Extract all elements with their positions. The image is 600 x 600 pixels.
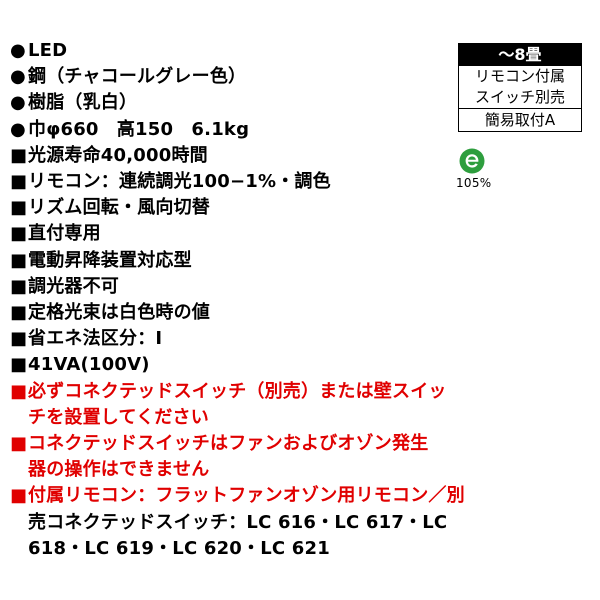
spec-line: チを設置してください bbox=[10, 405, 450, 431]
spec-text: リモコン：連続調光100−1%・調色 bbox=[28, 171, 331, 193]
bullet-square-icon: ■ bbox=[10, 485, 28, 507]
spec-text: 巾φ660 高150 6.1kg bbox=[28, 118, 250, 140]
accessory-info: リモコン付属 スイッチ別売 bbox=[459, 66, 581, 109]
spec-text: リズム回転・風向切替 bbox=[28, 197, 210, 219]
bullet-square-icon: ■ bbox=[10, 433, 28, 455]
room-size-label: 〜8畳 bbox=[459, 44, 581, 66]
spec-line: ■リズム回転・風向切替 bbox=[10, 195, 450, 221]
bullet-square-icon: ■ bbox=[10, 171, 28, 193]
bullet-square-icon: ■ bbox=[10, 197, 28, 219]
spec-text: 電動昇降装置対応型 bbox=[28, 249, 192, 271]
spec-line: ■定格光束は白色時の値 bbox=[10, 300, 450, 326]
switch-sold-separately-label: スイッチ別売 bbox=[474, 88, 565, 106]
spec-line: ■41VA(100V) bbox=[10, 352, 450, 378]
spec-text: 省エネ法区分：Ⅰ bbox=[28, 328, 163, 350]
bullet-circle-icon: ● bbox=[10, 66, 26, 88]
spec-line: ■直付専用 bbox=[10, 221, 450, 247]
bullet-square-icon: ■ bbox=[10, 275, 28, 297]
spec-line: ■コネクテッドスイッチはファンおよびオゾン発生 bbox=[10, 431, 450, 457]
installation-type-label: 簡易取付A bbox=[484, 111, 556, 129]
spec-text: 直付専用 bbox=[28, 223, 101, 245]
spec-line: ●LED bbox=[10, 38, 450, 64]
spec-line: ■リモコン：連続調光100−1%・調色 bbox=[10, 169, 450, 195]
bullet-square-icon: ■ bbox=[10, 302, 28, 324]
spec-text: 樹脂（乳白） bbox=[28, 92, 138, 114]
spec-text: 光源寿命40,000時間 bbox=[28, 144, 208, 166]
remote-included-label: リモコン付属 bbox=[474, 67, 565, 85]
spec-text: LED bbox=[28, 40, 68, 61]
spec-line: ■省エネ法区分：Ⅰ bbox=[10, 326, 450, 352]
eco-mark: 105% bbox=[456, 148, 500, 190]
bullet-square-icon: ■ bbox=[10, 380, 28, 402]
energy-efficiency-percent: 105% bbox=[456, 176, 492, 190]
spec-text: 付属リモコン：フラットファンオゾン用リモコン／別 bbox=[28, 485, 465, 507]
feature-badge: 〜8畳 リモコン付属 スイッチ別売 簡易取付A bbox=[458, 43, 582, 132]
spec-list: ●LED●鋼（チャコールグレー色）●樹脂（乳白）●巾φ660 高150 6.1k… bbox=[10, 38, 465, 562]
bullet-circle-icon: ● bbox=[10, 40, 26, 61]
spec-line: ●鋼（チャコールグレー色） bbox=[10, 64, 450, 90]
bullet-square-icon: ■ bbox=[10, 354, 28, 376]
spec-line: ■光源寿命40,000時間 bbox=[10, 143, 450, 169]
spec-line: ■必ずコネクテッドスイッチ（別売）または壁スイッ bbox=[10, 379, 450, 405]
spec-line: ●巾φ660 高150 6.1kg bbox=[10, 117, 450, 143]
spec-text: 定格光束は白色時の値 bbox=[28, 302, 210, 324]
spec-line: ■電動昇降装置対応型 bbox=[10, 248, 450, 274]
spec-text: 41VA(100V) bbox=[28, 354, 150, 376]
spec-text: コネクテッドスイッチはファンおよびオゾン発生 bbox=[28, 433, 429, 455]
spec-text: チを設置してください bbox=[28, 406, 209, 428]
spec-line: ■調光器不可 bbox=[10, 274, 450, 300]
spec-text: 売コネクテッドスイッチ：LC 616・LC 617・LC bbox=[28, 511, 448, 533]
spec-line: ■付属リモコン：フラットファンオゾン用リモコン／別 bbox=[10, 483, 465, 509]
spec-text: 器の操作はできません bbox=[28, 459, 210, 481]
bullet-square-icon: ■ bbox=[10, 328, 28, 350]
spec-text: 調光器不可 bbox=[28, 275, 119, 297]
spec-text: 必ずコネクテッドスイッチ（別売）または壁スイッ bbox=[28, 380, 447, 402]
spec-line: 売コネクテッドスイッチ：LC 616・LC 617・LC bbox=[10, 510, 450, 536]
spec-line: 器の操作はできません bbox=[10, 457, 450, 483]
spec-line: ●樹脂（乳白） bbox=[10, 90, 450, 116]
spec-line: 618・LC 619・LC 620・LC 621 bbox=[10, 536, 450, 562]
bullet-square-icon: ■ bbox=[10, 223, 28, 245]
bullet-circle-icon: ● bbox=[10, 92, 26, 114]
spec-text: 鋼（チャコールグレー色） bbox=[28, 66, 247, 88]
bullet-square-icon: ■ bbox=[10, 144, 28, 166]
e-mark-icon bbox=[459, 148, 485, 174]
bullet-circle-icon: ● bbox=[10, 118, 26, 140]
bullet-square-icon: ■ bbox=[10, 249, 28, 271]
spec-text: 618・LC 619・LC 620・LC 621 bbox=[28, 537, 330, 559]
